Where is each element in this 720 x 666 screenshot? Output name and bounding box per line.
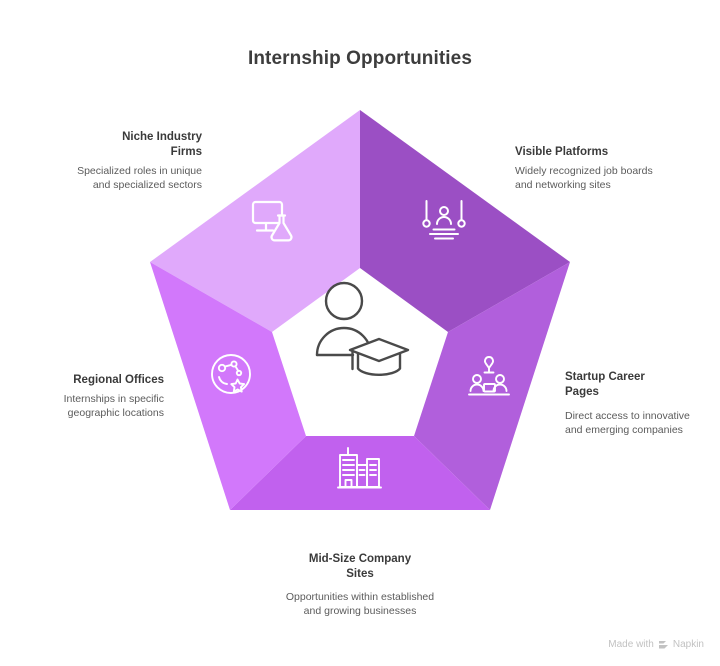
label-regional-offices: Regional Offices Internships in specific… [0, 373, 164, 420]
label-visible-platforms: Visible Platforms Widely recognized job … [515, 145, 705, 192]
monitor-flask-icon [251, 200, 293, 242]
label-description: Specialized roles in unique and speciali… [77, 165, 202, 191]
platform-person-icon [422, 200, 466, 240]
label-title: Niche Industry Firms [122, 131, 202, 158]
segment-right[interactable] [414, 262, 570, 510]
graduate-person-icon [315, 281, 410, 376]
napkin-watermark[interactable]: Made with Napkin [608, 639, 704, 650]
segment-top-left-shape[interactable] [150, 110, 360, 332]
label-description: Widely recognized job boards and network… [515, 165, 653, 191]
office-buildings-icon [337, 447, 382, 489]
segment-left-shape[interactable] [150, 262, 306, 510]
segment-top-right-shape[interactable] [360, 110, 570, 332]
label-startup-career-pages: Startup Career Pages Direct access to in… [565, 370, 720, 437]
segment-top-right[interactable] [360, 110, 570, 332]
startup-team-rocket-icon [468, 356, 510, 396]
globe-network-icon [211, 354, 251, 394]
segment-bottom-shape[interactable] [230, 436, 490, 510]
segment-bottom[interactable] [230, 436, 490, 510]
segment-right-shape[interactable] [414, 262, 570, 510]
label-title: Startup Career Pages [565, 371, 645, 398]
segment-top-left[interactable] [150, 110, 360, 332]
segment-left[interactable] [150, 262, 306, 510]
label-description: Direct access to innovative and emerging… [565, 410, 690, 436]
page-title: Internship Opportunities [247, 48, 473, 69]
label-title: Visible Platforms [515, 146, 609, 158]
napkin-logo-icon [658, 639, 669, 650]
watermark-prefix: Made with [608, 639, 654, 650]
label-title: Mid-Size Company Sites [308, 553, 412, 580]
label-mid-size-company-sites: Mid-Size Company Sites Opportunities wit… [255, 552, 465, 618]
label-description: Internships in specific geographic locat… [63, 393, 164, 419]
label-niche-industry-firms: Niche Industry Firms Specialized roles i… [22, 130, 202, 192]
watermark-brand: Napkin [672, 639, 704, 650]
label-title: Regional Offices [73, 374, 164, 386]
label-description: Opportunities within established and gro… [285, 591, 435, 617]
